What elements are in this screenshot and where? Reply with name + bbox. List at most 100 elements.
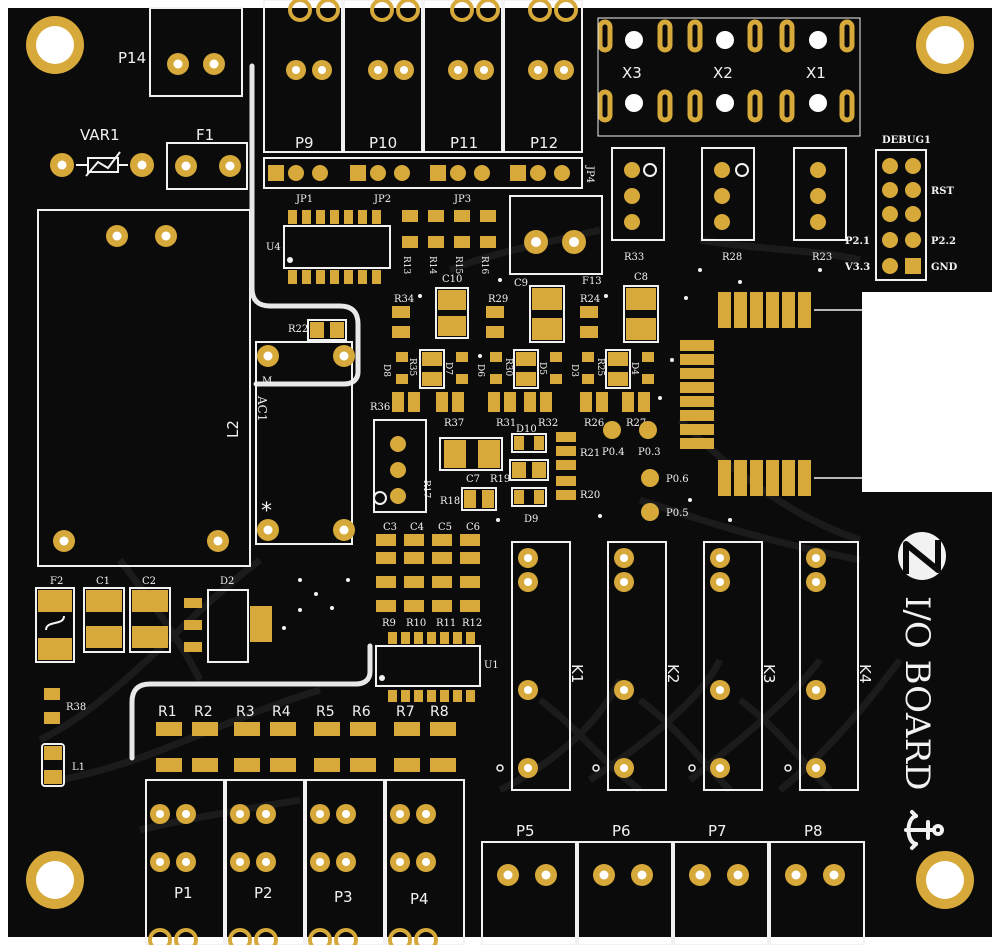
label-r4: R4 bbox=[272, 704, 291, 720]
label-v33: V3.3 bbox=[844, 262, 870, 273]
label-r1: R1 bbox=[158, 704, 177, 720]
label-r28: R28 bbox=[722, 252, 742, 263]
label-r21: R21 bbox=[580, 448, 600, 459]
label-d6: D6 bbox=[475, 364, 485, 377]
label-r8: R8 bbox=[430, 704, 449, 720]
label-r13: R13 bbox=[401, 256, 411, 275]
label-r30: R30 bbox=[503, 358, 513, 377]
relay-k4: K4 bbox=[784, 541, 874, 791]
label-r33: R33 bbox=[624, 252, 644, 263]
trimmers: R33 R28 R23 bbox=[611, 147, 847, 263]
label-d3: D3 bbox=[569, 364, 579, 377]
diode-row: D8 R35 D7 D6 R30 D5 D3 R25 D4 R36 R37 R3… bbox=[370, 349, 654, 429]
label-jp2: JP2 bbox=[373, 194, 391, 205]
component-ac1: M AC1 * bbox=[255, 341, 355, 545]
label-r19: R19 bbox=[490, 474, 510, 485]
connector-row-bottom-right: P5 P6 P7 P8 bbox=[481, 822, 865, 945]
label-d5: D5 bbox=[537, 362, 547, 375]
label-r23: R23 bbox=[812, 252, 832, 263]
label-c6: C6 bbox=[466, 522, 480, 533]
label-r9: R9 bbox=[382, 618, 396, 629]
label-p7: P7 bbox=[708, 822, 727, 840]
label-p21: P2.1 bbox=[845, 236, 870, 247]
label-r31: R31 bbox=[496, 418, 516, 429]
label-rst: RST bbox=[931, 186, 955, 197]
label-star: * bbox=[261, 499, 272, 524]
label-r14: R14 bbox=[427, 256, 437, 275]
wire-jumpers bbox=[129, 63, 373, 761]
label-debug1: DEBUG1 bbox=[882, 135, 931, 146]
label-c5: C5 bbox=[438, 522, 452, 533]
label-r16: R16 bbox=[479, 256, 489, 275]
label-r37: R37 bbox=[444, 418, 464, 429]
label-p22: P2.2 bbox=[931, 236, 956, 247]
label-f2: F2 bbox=[50, 576, 63, 587]
label-p3: P3 bbox=[334, 888, 353, 906]
connector-p14: P14 bbox=[118, 7, 243, 97]
label-r22: R22 bbox=[288, 324, 308, 335]
power-input-section: F2 C1 C2 D2 bbox=[35, 576, 272, 663]
mounting-holes bbox=[26, 16, 974, 909]
label-r12: R12 bbox=[462, 618, 482, 629]
relay-k3: K3 bbox=[688, 541, 778, 791]
label-l1: L1 bbox=[72, 762, 85, 773]
diodes-d9-d10: D10 D9 R21 R20 bbox=[509, 424, 600, 525]
label-d7: D7 bbox=[443, 362, 453, 375]
label-u1: U1 bbox=[484, 660, 499, 671]
label-r25: R25 bbox=[595, 358, 605, 377]
label-k1: K1 bbox=[568, 664, 586, 683]
label-p8: P8 bbox=[804, 822, 823, 840]
label-p04: P0.4 bbox=[602, 447, 625, 458]
label-f13: F13 bbox=[582, 276, 602, 287]
label-r2: R2 bbox=[194, 704, 213, 720]
label-r15: R15 bbox=[453, 256, 463, 275]
label-c4: C4 bbox=[410, 522, 424, 533]
label-d8: D8 bbox=[381, 364, 391, 377]
label-jp4: JP4 bbox=[584, 165, 595, 183]
label-p9: P9 bbox=[295, 134, 314, 152]
label-r11: R11 bbox=[436, 618, 456, 629]
capacitor-row: C10 C9 F13 C8 R34 R29 R24 R22 bbox=[288, 272, 659, 343]
label-gnd: GND bbox=[931, 262, 958, 273]
small-left-parts: R38 L1 bbox=[41, 688, 86, 787]
label-r6: R6 bbox=[352, 704, 371, 720]
crystal-x1: X1 bbox=[779, 19, 855, 123]
label-x1: X1 bbox=[806, 64, 826, 82]
label-k2: K2 bbox=[664, 664, 682, 683]
label-c3: C3 bbox=[383, 522, 397, 533]
varistor-var1: VAR1 bbox=[50, 126, 154, 177]
label-c10: C10 bbox=[442, 274, 462, 285]
crystal-x2: X2 bbox=[687, 19, 763, 123]
label-p11: P11 bbox=[450, 134, 478, 152]
label-c7: C7 bbox=[466, 474, 480, 485]
label-p05: P0.5 bbox=[666, 508, 689, 519]
label-p12: P12 bbox=[530, 134, 558, 152]
inductor-l2: L2 bbox=[37, 209, 251, 567]
label-r20: R20 bbox=[580, 490, 600, 501]
label-r17: R17 bbox=[421, 480, 431, 499]
label-r7: R7 bbox=[396, 704, 415, 720]
label-d4: D4 bbox=[629, 362, 639, 375]
test-points: P0.4 P0.3 P0.6 P0.5 bbox=[602, 421, 689, 521]
label-r34: R34 bbox=[394, 294, 414, 305]
label-c2: C2 bbox=[142, 576, 156, 587]
label-p5: P5 bbox=[516, 822, 535, 840]
label-d10: D10 bbox=[516, 424, 537, 435]
label-d9: D9 bbox=[524, 514, 538, 525]
label-p03: P0.3 bbox=[638, 447, 661, 458]
label-c9: C9 bbox=[514, 278, 528, 289]
branding: I/O BOARD bbox=[897, 532, 946, 850]
label-f1: F1 bbox=[196, 126, 214, 144]
label-p10: P10 bbox=[369, 134, 397, 152]
label-r29: R29 bbox=[488, 294, 508, 305]
label-p1: P1 bbox=[174, 884, 193, 902]
label-r10: R10 bbox=[406, 618, 426, 629]
label-u4: U4 bbox=[266, 242, 281, 253]
debug-header: DEBUG1 RST P2.1 P2.2 V3.3 GND bbox=[844, 135, 958, 281]
connector-row-bottom-left: P1 P2 P3 P4 bbox=[145, 779, 465, 945]
label-m: M bbox=[262, 376, 272, 387]
label-p2: P2 bbox=[254, 884, 273, 902]
capacitor-block: C3 C4 C5 C6 R9 R10 R11 R12 bbox=[376, 522, 482, 629]
resistors-r1-r8: R1 R2 R3 R4 R5 R6 R7 R8 bbox=[156, 704, 456, 772]
